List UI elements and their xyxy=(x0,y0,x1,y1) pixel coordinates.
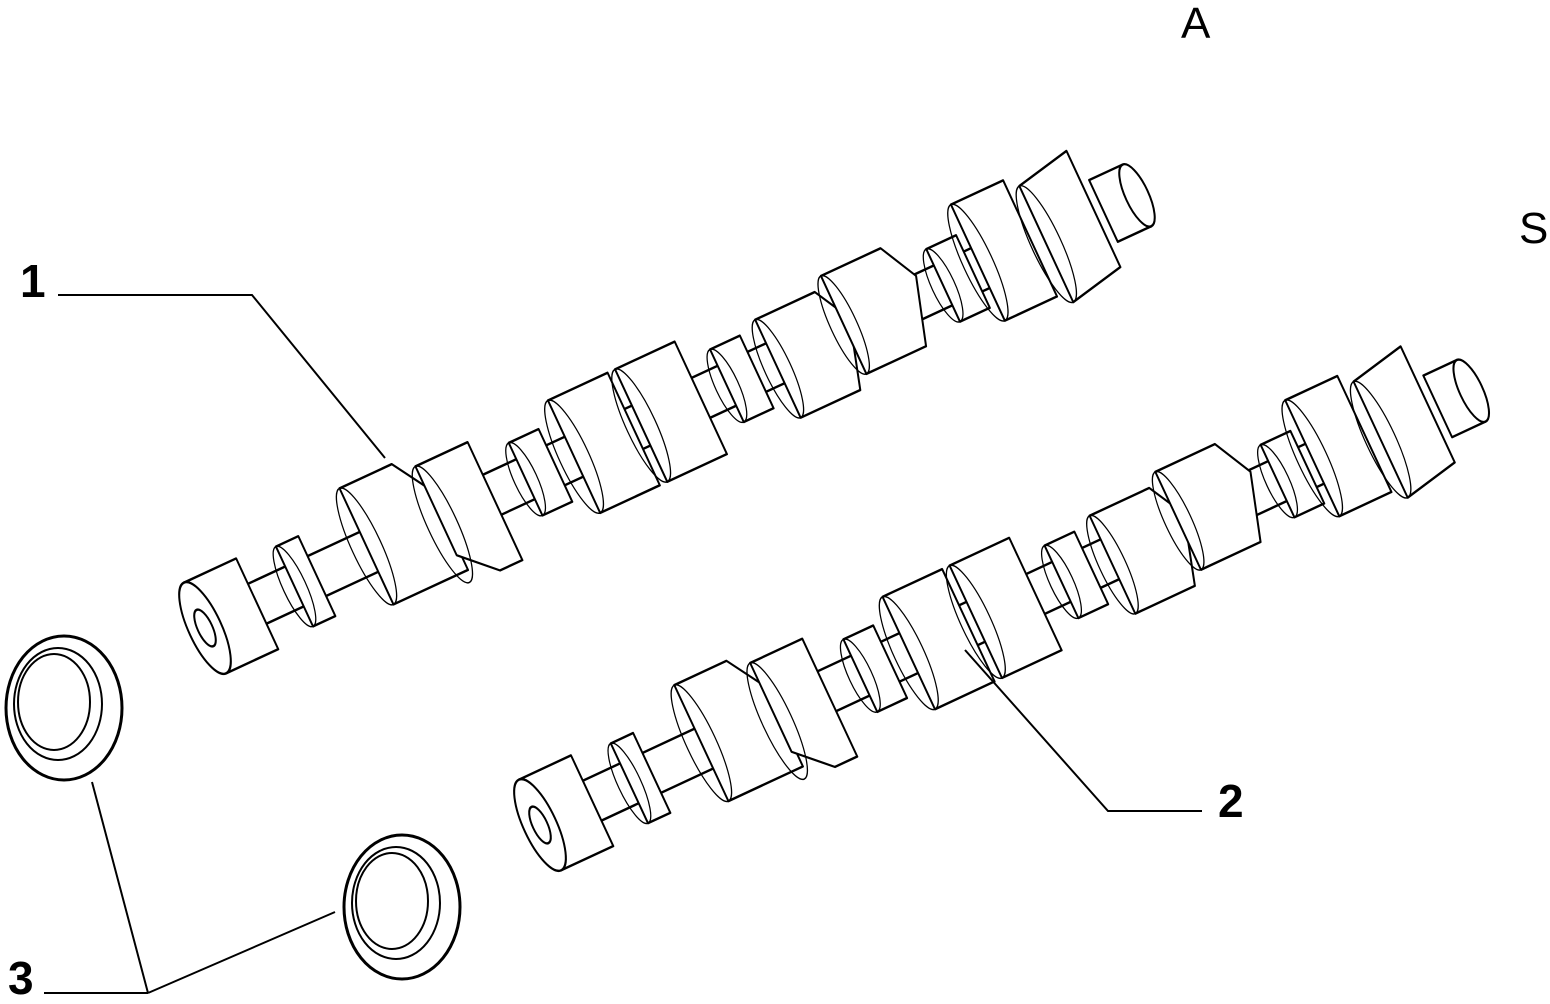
callout-number-1: 1 xyxy=(20,255,46,307)
leader-line-3b xyxy=(147,911,336,994)
side-label-a: A xyxy=(1181,0,1211,48)
callout-number-2: 2 xyxy=(1218,775,1244,827)
oil-seal-right xyxy=(342,833,462,981)
side-label-s: S xyxy=(1519,204,1549,253)
callout-number-3: 3 xyxy=(8,952,34,1004)
leader-line-2 xyxy=(964,649,1202,812)
oil-seal-left xyxy=(4,634,124,782)
leader-line-3a xyxy=(91,781,149,994)
leader-line-1 xyxy=(58,294,386,459)
